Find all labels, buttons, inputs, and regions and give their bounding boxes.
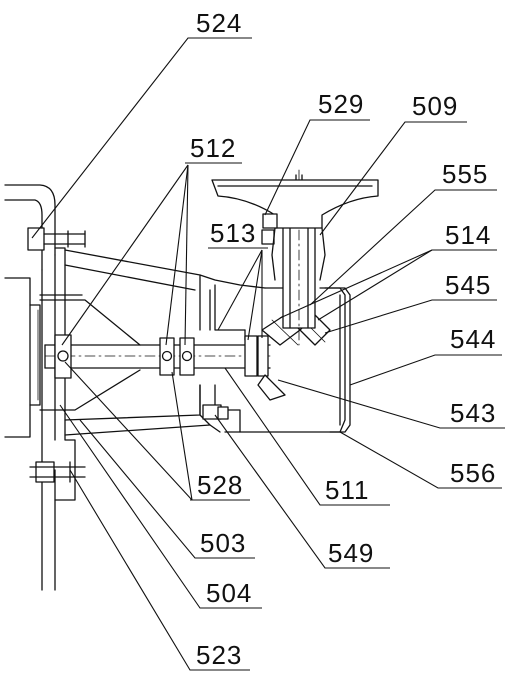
main-shaft bbox=[44, 344, 271, 369]
callout-512: 512 bbox=[190, 133, 236, 163]
callout-509: 509 bbox=[412, 91, 458, 121]
callout-556: 556 bbox=[450, 458, 496, 488]
callout-labels: 524 529 509 512 555 513 514 545 544 543 … bbox=[190, 8, 496, 670]
callout-513: 513 bbox=[210, 218, 256, 248]
callout-529: 529 bbox=[318, 89, 364, 119]
cover-544 bbox=[324, 287, 351, 433]
bolt-549 bbox=[202, 404, 229, 420]
callout-503: 503 bbox=[200, 528, 246, 558]
bearing-pair-512 bbox=[159, 337, 195, 376]
callout-524: 524 bbox=[196, 8, 242, 38]
mounting-plate bbox=[4, 184, 76, 591]
callout-555: 555 bbox=[442, 159, 488, 189]
hub-529 bbox=[261, 213, 326, 281]
callout-545: 545 bbox=[445, 270, 491, 300]
callout-543: 543 bbox=[450, 398, 496, 428]
callout-544: 544 bbox=[450, 324, 496, 354]
bolt-523 bbox=[29, 461, 86, 483]
callout-528: 528 bbox=[197, 470, 243, 500]
leader-lines bbox=[31, 37, 505, 671]
callout-511: 511 bbox=[325, 475, 369, 505]
bolt-524 bbox=[27, 227, 86, 251]
callout-523: 523 bbox=[196, 640, 242, 670]
callout-504: 504 bbox=[206, 578, 252, 608]
callout-514: 514 bbox=[445, 220, 491, 250]
callout-549: 549 bbox=[328, 538, 374, 568]
bearing-left bbox=[54, 334, 72, 379]
